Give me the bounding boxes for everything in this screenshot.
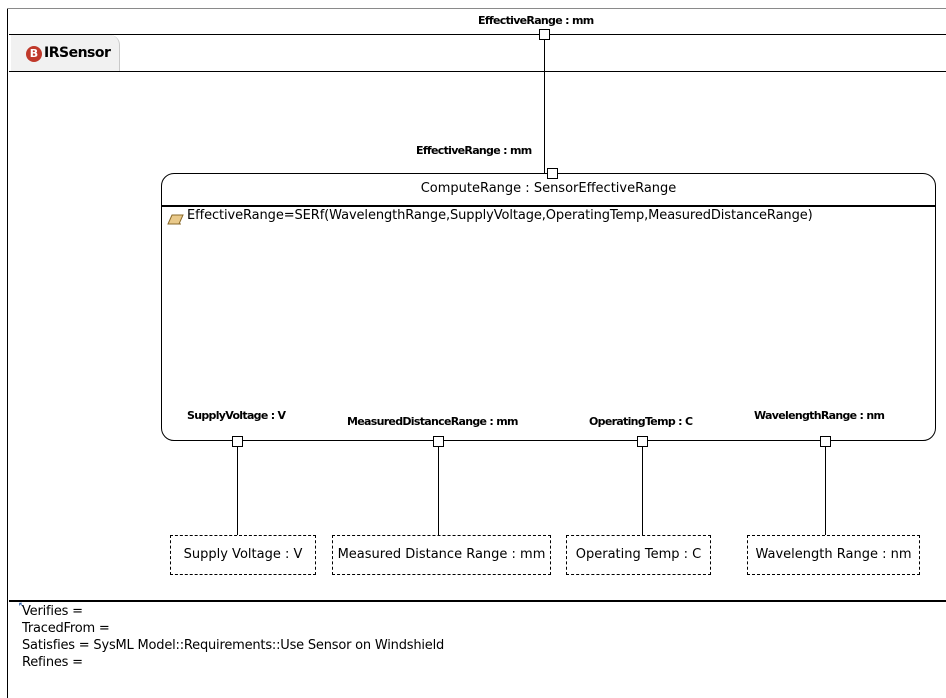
value-property-measured-distance-range[interactable]: Measured Distance Range : mm: [332, 535, 551, 575]
block-stereotype-icon: B: [26, 46, 42, 62]
diagram-frame-top-edge: [7, 8, 946, 9]
refines-line: Refines =: [22, 655, 83, 670]
properties-panel-divider: [9, 600, 946, 602]
binding-connector-operating-temp[interactable]: [642, 447, 643, 535]
binding-connector-wavelength-range[interactable]: [825, 447, 826, 535]
constraint-property-box[interactable]: [161, 173, 936, 441]
value-property-supply-voltage[interactable]: Supply Voltage : V: [170, 535, 316, 575]
param-label-wavelength-range: WavelengthRange : nm: [754, 409, 885, 422]
param-label-supply-voltage: SupplyVoltage : V: [187, 409, 286, 422]
verifies-line: Verifies =: [22, 604, 83, 619]
param-label-operating-temp: OperatingTemp : C: [589, 415, 693, 428]
boundary-port-label: EffectiveRange : mm: [478, 14, 594, 27]
binding-connector-supply-voltage[interactable]: [237, 447, 238, 535]
value-property-operating-temp[interactable]: Operating Temp : C: [566, 535, 711, 575]
param-port-wavelength-range[interactable]: [820, 436, 831, 447]
param-label-measured-distance-range: MeasuredDistanceRange : mm: [347, 415, 518, 428]
value-property-wavelength-range[interactable]: Wavelength Range : nm: [747, 535, 920, 575]
panel-corner-icon: ↖: [18, 601, 26, 611]
title-top-rule: [9, 34, 946, 35]
diagram-frame-left-edge: [7, 8, 8, 698]
constraint-expression-icon: [167, 211, 185, 225]
constraint-expression: EffectiveRange=SERf(WavelengthRange,Supp…: [187, 208, 813, 223]
boundary-port-effective-range[interactable]: [539, 29, 550, 40]
constraint-title-divider: [162, 205, 935, 207]
param-port-supply-voltage[interactable]: [232, 436, 243, 447]
param-port-operating-temp[interactable]: [637, 436, 648, 447]
title-bottom-rule: [9, 71, 946, 72]
satisfies-line: Satisfies = SysML Model::Requirements::U…: [22, 638, 445, 653]
traced-from-line: TracedFrom =: [22, 621, 110, 636]
constraint-port-effective-range[interactable]: [547, 168, 558, 179]
constraint-title: ComputeRange : SensorEffectiveRange: [420, 181, 677, 196]
constraint-port-label-effective-range: EffectiveRange : mm: [416, 144, 532, 157]
binding-connector-measured-distance-range[interactable]: [438, 447, 439, 535]
param-port-measured-distance-range[interactable]: [433, 436, 444, 447]
connector-effective-range[interactable]: [544, 40, 545, 173]
block-name[interactable]: IRSensor: [44, 45, 111, 61]
properties-panel: Verifies = TracedFrom = Satisfies = SysM…: [22, 603, 444, 671]
